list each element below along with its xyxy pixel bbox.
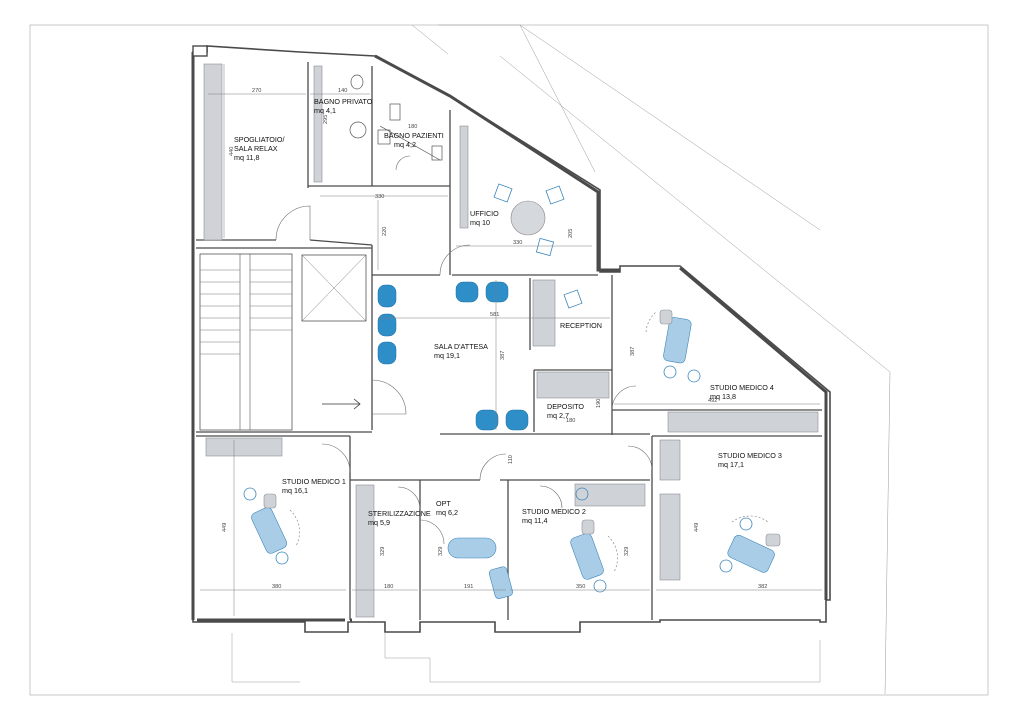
dental-units: [243, 309, 781, 599]
room-area-deposito: mq 2,7: [547, 411, 569, 420]
chair-icon: [505, 409, 529, 431]
dim-329-steril: 329: [380, 547, 386, 556]
room-labels: SPOGLIATOIO/ SALA RELAX mq 11,8 BAGNO PR…: [234, 97, 782, 527]
chair-icon: [377, 284, 397, 308]
dimension-labels: 270 140 295 440 180 330 220 330 205 581 …: [222, 88, 767, 590]
dim-350: 350: [576, 584, 585, 590]
room-name-studio-4: STUDIO MEDICO 4: [710, 383, 774, 392]
dim-329-studio2: 329: [624, 547, 630, 556]
dental-chair-icon: [645, 309, 701, 383]
dim-140: 140: [338, 88, 347, 94]
lift-shaft: [301, 254, 367, 322]
room-name-ufficio: UFFICIO: [470, 209, 499, 218]
dim-180: 180: [408, 124, 417, 130]
room-name-opt: OPT: [436, 499, 451, 508]
room-area-sala-attesa: mq 19,1: [434, 351, 460, 360]
site-outline: [231, 24, 891, 695]
room-name-spogliatoio-2: SALA RELAX: [234, 144, 278, 153]
outer-walls: [191, 45, 831, 633]
room-name-reception: RECEPTION: [560, 321, 602, 330]
chair-icon: [475, 409, 499, 431]
washbasin-icon: [349, 121, 367, 139]
room-name-sterilizzazione: STERILIZZAZIONE: [368, 509, 431, 518]
fixtures: [203, 63, 819, 618]
bathroom-fixtures: [349, 74, 443, 161]
dim-330-ufficio: 330: [513, 240, 522, 246]
dim-382: 382: [758, 584, 767, 590]
room-area-spogliatoio: mq 11,8: [234, 153, 259, 162]
dim-205: 205: [568, 229, 574, 238]
dim-440: 440: [229, 147, 235, 156]
dim-581: 581: [490, 312, 499, 318]
stair-arrow-icon: [353, 398, 361, 410]
dim-191: 191: [464, 584, 473, 590]
room-name-sala-attesa: SALA D'ATTESA: [434, 342, 488, 351]
waiting-chairs: [377, 281, 529, 431]
dental-chair-icon: [719, 515, 781, 573]
room-name-studio-2: STUDIO MEDICO 2: [522, 507, 586, 516]
chair-icon: [377, 341, 397, 365]
dim-180-steril: 180: [384, 584, 393, 590]
room-name-spogliatoio: SPOGLIATOIO/: [234, 135, 284, 144]
office-furniture: [493, 183, 583, 309]
room-name-bagno-privato: BAGNO PRIVATO: [314, 97, 373, 106]
dim-387-studio4: 387: [630, 347, 636, 356]
round-table: [510, 200, 546, 236]
doors: [275, 155, 653, 545]
dim-380: 380: [272, 584, 281, 590]
dim-449: 449: [222, 523, 228, 532]
room-area-ufficio: mq 10: [470, 218, 490, 227]
dim-330: 330: [375, 194, 384, 200]
room-area-studio-1: mq 16,1: [282, 486, 308, 495]
dim-190: 190: [596, 399, 602, 408]
room-area-opt: mq 6,2: [436, 508, 458, 517]
room-area-bagno-privato: mq 4,1: [314, 106, 336, 115]
dental-chair-icon: [570, 487, 618, 593]
dim-270: 270: [252, 88, 261, 94]
room-area-bagno-pazienti: mq 4,2: [394, 140, 416, 149]
interior-walls: [196, 62, 822, 620]
dim-180-deposito: 180: [566, 418, 575, 424]
dim-387: 387: [500, 351, 506, 360]
column: [192, 45, 208, 57]
room-area-studio-3: mq 17,1: [718, 460, 744, 469]
toilet-icon: [350, 74, 364, 90]
dim-492: 492: [708, 398, 717, 404]
chair-icon: [377, 313, 397, 337]
room-name-studio-1: STUDIO MEDICO 1: [282, 477, 346, 486]
dimension-lines: [200, 64, 822, 616]
room-name-bagno-pazienti: BAGNO PAZIENTI: [384, 131, 444, 140]
dim-295: 295: [323, 115, 329, 124]
dim-220: 220: [382, 227, 388, 236]
opt-chair-icon: [447, 537, 513, 599]
dental-chair-icon: [243, 487, 300, 565]
dim-449-studio3: 449: [694, 523, 700, 532]
room-area-studio-2: mq 11,4: [522, 516, 547, 525]
room-area-studio-4: mq 13,8: [710, 392, 736, 401]
staircase: [199, 253, 367, 431]
room-name-deposito: DEPOSITO: [547, 402, 584, 411]
chair-icon: [485, 281, 509, 303]
dim-329-opt: 329: [438, 547, 444, 556]
room-area-sterilizzazione: mq 5,9: [368, 518, 390, 527]
dim-110: 110: [508, 455, 514, 464]
room-name-studio-3: STUDIO MEDICO 3: [718, 451, 782, 460]
chair-icon: [455, 281, 479, 303]
